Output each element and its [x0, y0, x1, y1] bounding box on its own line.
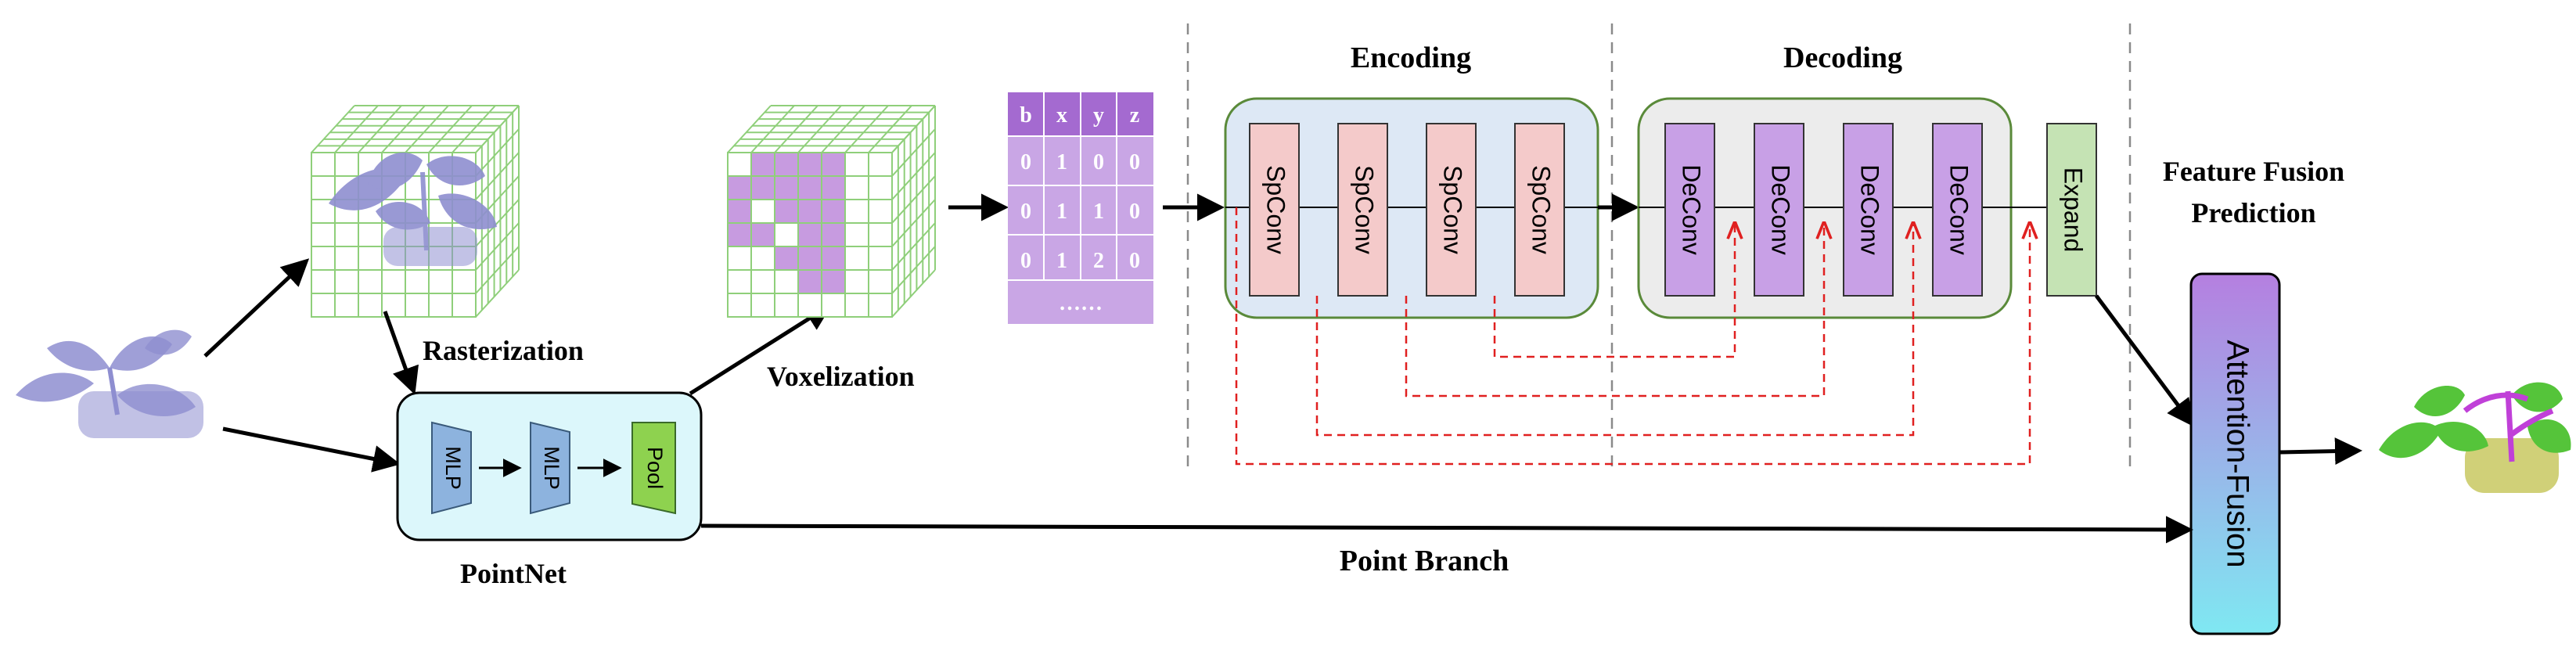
table-cell: 0	[1020, 200, 1031, 224]
decoder-deconv-2: DeConv	[1754, 123, 1804, 297]
svg-text:MLP: MLP	[540, 446, 563, 490]
attention-fusion-block	[2189, 272, 2281, 635]
coordinate-table: b x y z 0 1 0 0 0 1 1 0 0 1 2 0 ……	[1008, 92, 1153, 324]
table-header-y: y	[1093, 103, 1104, 128]
table-cell: 0	[1020, 249, 1031, 273]
table-header-z: z	[1130, 103, 1139, 128]
voxel-grid-cube	[727, 105, 936, 318]
svg-text:Expand: Expand	[2060, 167, 2088, 253]
table-header-b: b	[1020, 103, 1032, 128]
svg-text:SpConv: SpConv	[1351, 165, 1379, 254]
table-ellipsis: ……	[1059, 291, 1103, 315]
pointnet-pool: Pool	[631, 422, 676, 515]
attention-fusion-label: Attention-Fusion	[2220, 340, 2254, 567]
encoder-spconv-4: SpConv	[1514, 123, 1565, 297]
arrow-raster-to-pointnet	[383, 311, 419, 395]
encoder-spconv-1: SpConv	[1249, 123, 1300, 297]
prediction-label: Prediction	[2191, 197, 2315, 228]
encoder-spconv-2: SpConv	[1337, 123, 1388, 297]
table-header-x: x	[1056, 103, 1067, 128]
svg-text:MLP: MLP	[441, 446, 465, 490]
arrow-pointnet-to-voxel	[689, 304, 833, 396]
table-cell: 1	[1056, 200, 1067, 224]
svg-text:DeConv: DeConv	[1678, 164, 1706, 255]
arrow-expand-to-fusion	[2094, 294, 2195, 427]
svg-text:SpConv: SpConv	[1527, 165, 1556, 254]
encoding-label: Encoding	[1351, 41, 1471, 74]
skip-connection-3	[1315, 223, 1913, 437]
pointnet-mlp-2: MLP	[530, 421, 570, 515]
output-segmented-plant	[2379, 382, 2571, 493]
point-branch-arrow	[700, 516, 2193, 544]
svg-text:SpConv: SpConv	[1439, 165, 1467, 254]
svg-text:DeConv: DeConv	[1856, 164, 1884, 255]
expand-block: Expand	[2046, 123, 2097, 297]
input-plant-point-cloud	[16, 329, 203, 438]
table-cell: 0	[1129, 200, 1140, 224]
table-cell: 0	[1129, 249, 1140, 273]
point-branch-label: Point Branch	[1340, 545, 1509, 577]
table-cell: 0	[1020, 150, 1031, 174]
voxelization-label: Voxelization	[767, 361, 915, 392]
table-cell: 0	[1129, 150, 1140, 174]
skip-connections	[1235, 207, 2030, 466]
arrow-input-to-pointnet	[222, 426, 401, 473]
decoder-deconv-4: DeConv	[1932, 123, 1983, 297]
raster-plant-overlay	[329, 153, 497, 266]
skip-connection-4	[1235, 207, 2030, 466]
decoding-label: Decoding	[1783, 41, 1902, 74]
table-cell: 1	[1056, 249, 1067, 273]
table-cell: 0	[1093, 150, 1104, 174]
arrow-input-to-raster	[203, 258, 310, 358]
svg-text:DeConv: DeConv	[1945, 164, 1973, 255]
svg-text:Pool: Pool	[643, 447, 667, 489]
decoder-deconv-1: DeConv	[1664, 123, 1715, 297]
rasterization-label: Rasterization	[423, 335, 584, 366]
feature-fusion-label: Feature Fusion	[2163, 156, 2344, 187]
skip-connection-2	[1405, 223, 1824, 397]
arrow-fusion-to-output	[2279, 437, 2362, 466]
table-cell: 1	[1056, 150, 1067, 174]
encoder-spconv-3: SpConv	[1426, 123, 1477, 297]
table-cell: 2	[1093, 249, 1104, 273]
pointnet-mlp-1: MLP	[431, 421, 472, 515]
pointnet-label: PointNet	[460, 558, 567, 589]
table-cell: 1	[1093, 200, 1104, 224]
svg-text:DeConv: DeConv	[1767, 164, 1795, 255]
svg-text:SpConv: SpConv	[1262, 165, 1290, 254]
skip-connection-1	[1493, 223, 1735, 358]
decoder-deconv-3: DeConv	[1843, 123, 1894, 297]
